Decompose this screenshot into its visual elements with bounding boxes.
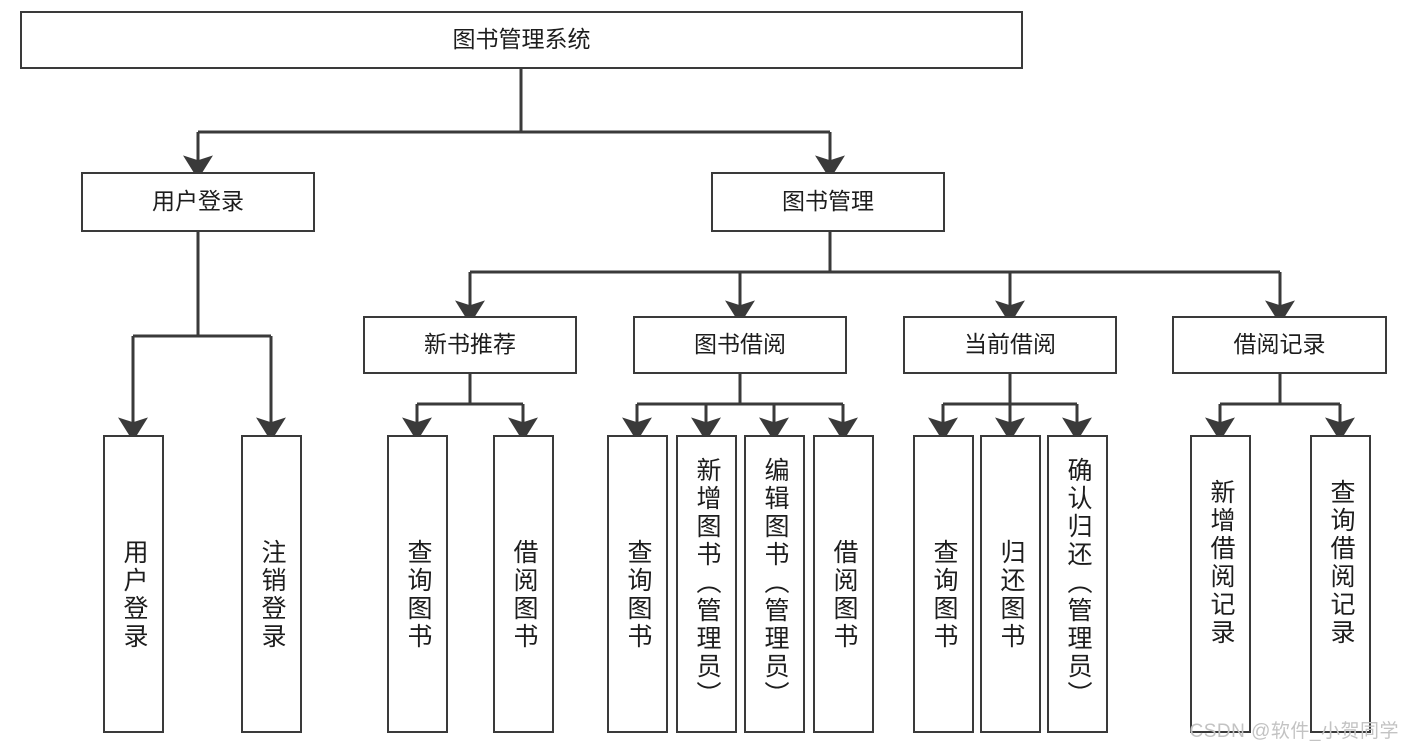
node-label: 图书管理系统 (452, 26, 591, 53)
node-leaf-user-login-logout[interactable]: 注销登录 (241, 435, 302, 733)
node-user-login[interactable]: 用户登录 (81, 172, 315, 232)
watermark-text: CSDN @软件_小贺同学 (1189, 721, 1399, 742)
node-label: 当前借阅 (964, 331, 1056, 358)
node-leaf-current-borrow-confirm-return-admin[interactable]: 确认归还（管理员） (1047, 435, 1108, 733)
node-label: 借阅图书 (510, 539, 538, 651)
node-label: 图书管理 (782, 188, 874, 215)
node-label: 新增借阅记录 (1207, 479, 1235, 647)
node-leaf-book-borrow-edit-book-admin[interactable]: 编辑图书（管理员） (744, 435, 805, 733)
node-label: 编辑图书（管理员） (761, 457, 789, 709)
node-borrow-record[interactable]: 借阅记录 (1172, 316, 1387, 374)
node-label: 借阅图书 (830, 539, 858, 651)
node-leaf-book-borrow-add-book-admin[interactable]: 新增图书（管理员） (676, 435, 737, 733)
node-label: 用户登录 (152, 188, 244, 215)
node-label: 注销登录 (258, 539, 286, 651)
node-leaf-book-borrow-borrow-book[interactable]: 借阅图书 (813, 435, 874, 733)
node-leaf-book-borrow-query-book[interactable]: 查询图书 (607, 435, 668, 733)
node-book-borrow[interactable]: 图书借阅 (633, 316, 847, 374)
node-label: 图书借阅 (694, 331, 786, 358)
node-book-management[interactable]: 图书管理 (711, 172, 945, 232)
node-label: 查询借阅记录 (1327, 479, 1355, 647)
node-leaf-current-borrow-return-book[interactable]: 归还图书 (980, 435, 1041, 733)
node-label: 查询图书 (624, 539, 652, 651)
node-leaf-new-book-borrow-book[interactable]: 借阅图书 (493, 435, 554, 733)
node-label: 查询图书 (930, 539, 958, 651)
node-leaf-borrow-record-add-record[interactable]: 新增借阅记录 (1190, 435, 1251, 733)
node-label: 查询图书 (404, 539, 432, 651)
node-leaf-borrow-record-query-record[interactable]: 查询借阅记录 (1310, 435, 1371, 733)
node-label: 用户登录 (120, 539, 148, 651)
node-current-borrow[interactable]: 当前借阅 (903, 316, 1117, 374)
node-label: 归还图书 (997, 539, 1025, 651)
node-label: 新书推荐 (424, 331, 516, 358)
node-label: 借阅记录 (1233, 331, 1326, 358)
node-leaf-current-borrow-query-book[interactable]: 查询图书 (913, 435, 974, 733)
node-leaf-new-book-query-book[interactable]: 查询图书 (387, 435, 448, 733)
node-root-book-management-system[interactable]: 图书管理系统 (20, 11, 1023, 69)
node-leaf-user-login-login[interactable]: 用户登录 (103, 435, 164, 733)
node-label: 确认归还（管理员） (1064, 457, 1092, 709)
node-label: 新增图书（管理员） (693, 457, 721, 709)
node-new-book-recommend[interactable]: 新书推荐 (363, 316, 577, 374)
